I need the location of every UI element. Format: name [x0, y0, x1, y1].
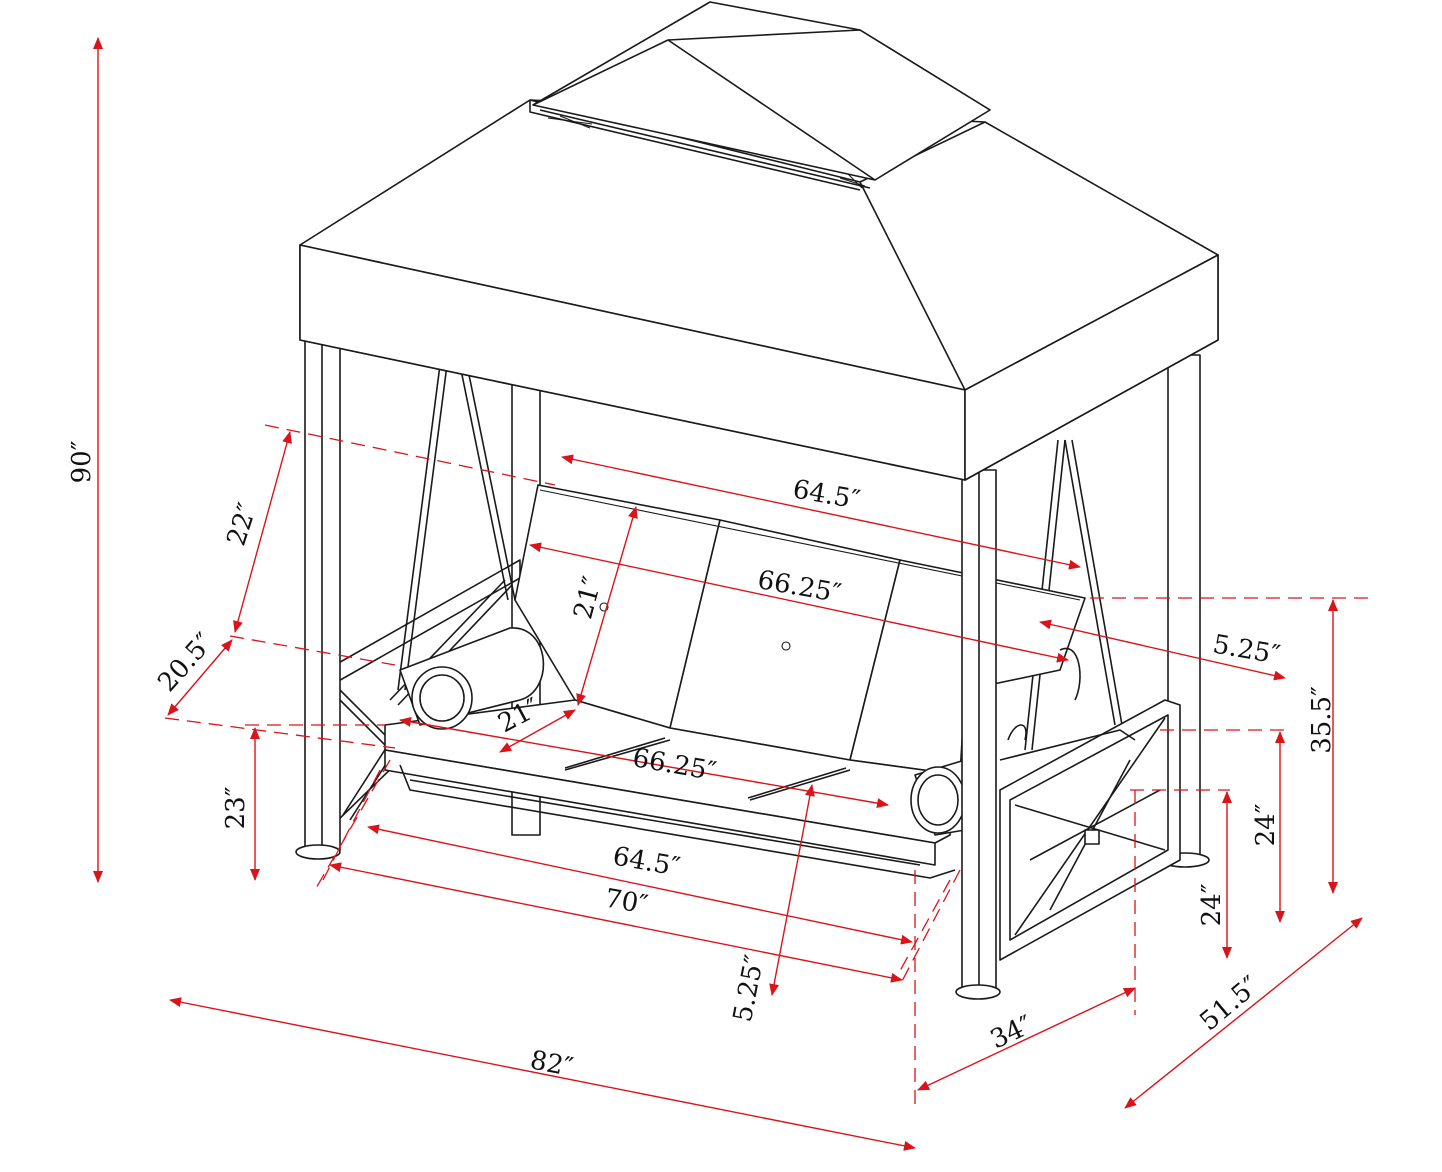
dim-line-cushion-depth: [167, 639, 233, 716]
frame-drawing: [295, 1, 1219, 1000]
canopy: [299, 1, 1219, 481]
label-side-height-inner: 24″: [1197, 883, 1227, 926]
dim-line-overall-depth: [1124, 917, 1363, 1109]
label-frame-depth: 34″: [986, 1010, 1038, 1055]
label-overall-length: 82″: [528, 1045, 576, 1083]
dim-line-back-height-left: [233, 431, 292, 633]
label-back-height-left: 22″: [222, 499, 264, 549]
label-seat-width: 64.5″: [610, 841, 682, 882]
label-back-width: 64.5″: [790, 474, 862, 515]
label-arm-height: 35.5″: [1307, 686, 1337, 754]
label-seat-length: 70″: [603, 884, 651, 921]
dimension-lines: [93, 37, 1370, 1151]
label-seat-height: 23″: [221, 786, 251, 829]
dim-line-armrest-offset: [1039, 619, 1286, 681]
label-cushion-depth: 20.5″: [152, 627, 220, 698]
dim-line-overall-length: [169, 997, 916, 1151]
label-seat-thickness: 5.25″: [728, 952, 770, 1024]
dim-line-seat-thickness: [769, 784, 815, 996]
right-side-frame: [999, 647, 1181, 961]
dim-line-frame-depth: [917, 987, 1136, 1091]
label-overall-height: 90″: [67, 440, 97, 483]
label-side-height: 24″: [1251, 803, 1281, 846]
dim-line-seat-length: [329, 862, 903, 983]
dim-line-seat-depth: [499, 709, 576, 753]
dim-line-back-height: [576, 506, 638, 706]
label-armrest-offset: 5.25″: [1210, 629, 1282, 670]
